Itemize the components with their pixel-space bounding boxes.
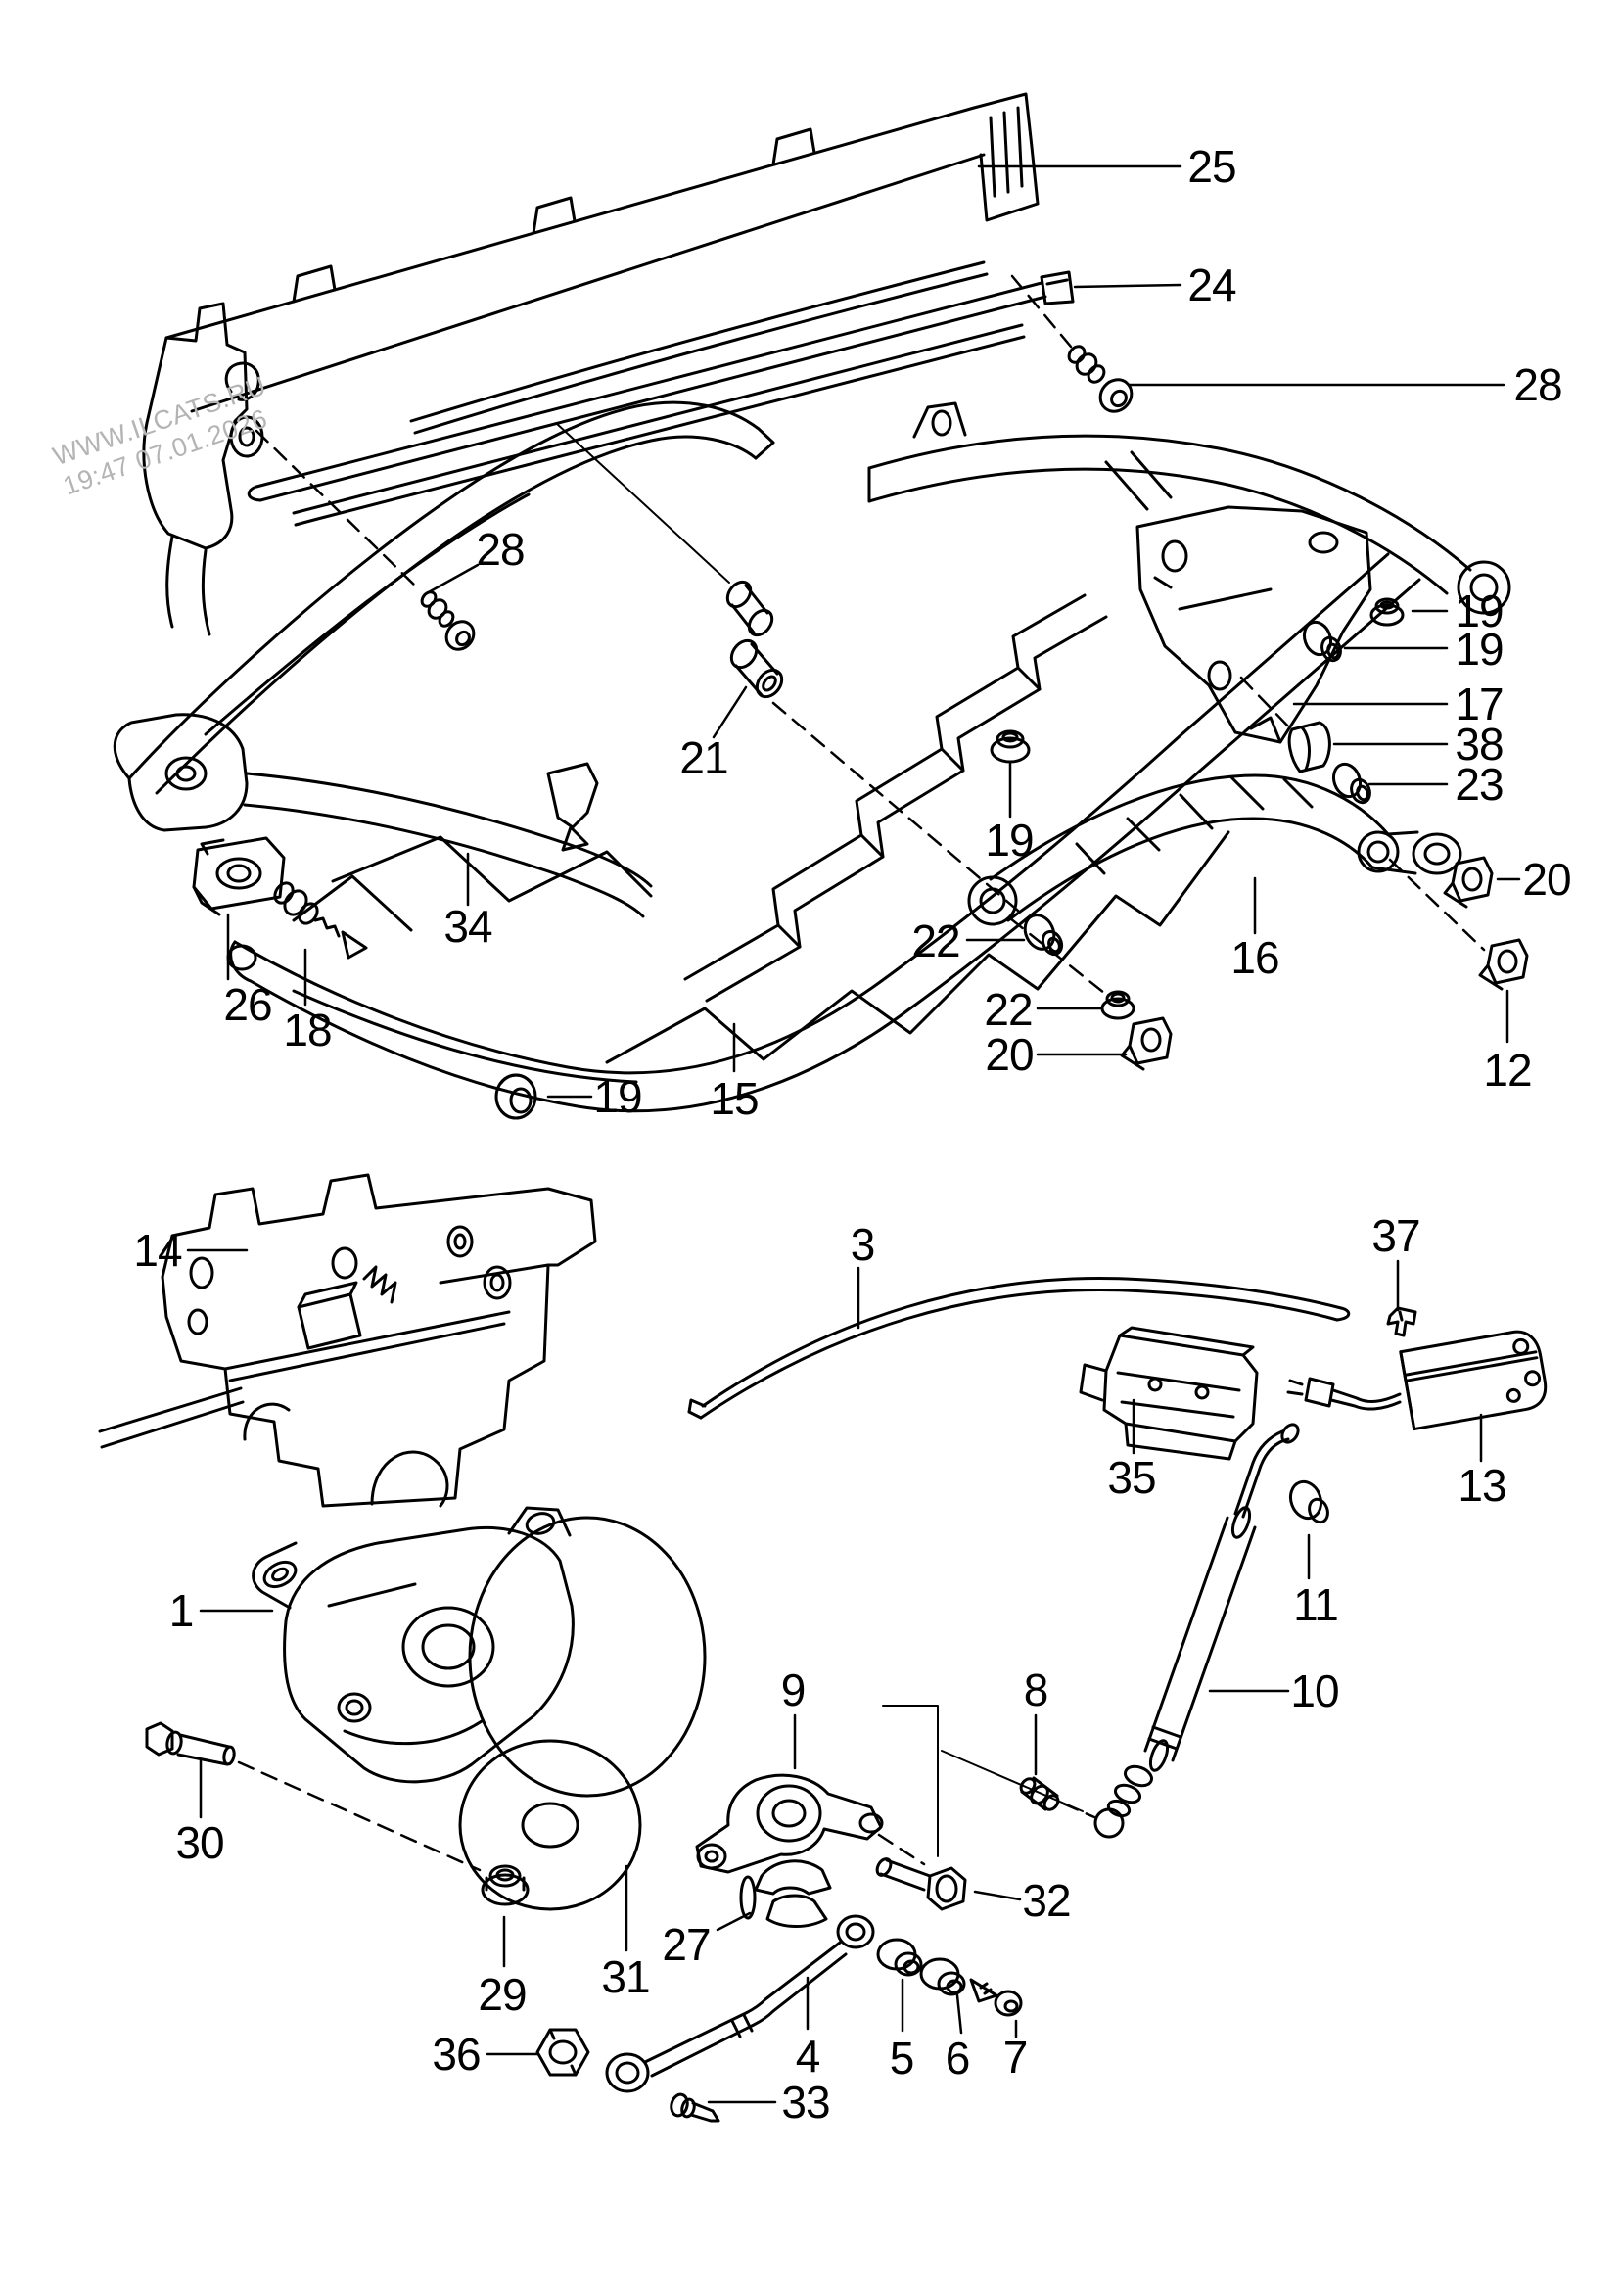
- part-32-bolt: [874, 1856, 965, 1909]
- callout-7: 7: [1002, 2032, 1029, 2083]
- part-31-disc: [460, 1741, 640, 1909]
- part-10-gas-strut: [1095, 1422, 1301, 1837]
- part-26-cage-nut: [194, 838, 284, 914]
- callout-36: 36: [432, 2029, 481, 2080]
- callout-24: 24: [1187, 259, 1236, 310]
- callout-31: 31: [601, 1951, 650, 2002]
- part-19-nut-left: [496, 1075, 535, 1118]
- part-28-screw-left: [419, 589, 479, 655]
- callout-19: 19: [593, 1071, 642, 1122]
- leader-lines: [188, 166, 1519, 2102]
- part-12-clip: [1480, 940, 1527, 989]
- frame-upper-bow: [115, 402, 773, 830]
- part-8-pin: [1018, 1776, 1060, 1812]
- part-36-nut: [537, 2030, 588, 2075]
- callout-30: 30: [175, 1817, 224, 1868]
- part-4-tie-rod: [607, 1916, 873, 2091]
- callout-19: 19: [1455, 624, 1504, 675]
- callout-11: 11: [1293, 1579, 1339, 1630]
- callout-25: 25: [1187, 141, 1236, 192]
- callout-20: 20: [985, 1029, 1034, 1080]
- callout-14: 14: [133, 1225, 182, 1276]
- callout-27: 27: [662, 1919, 711, 1970]
- callout-19: 19: [1455, 586, 1504, 636]
- callout-23: 23: [1455, 759, 1504, 810]
- callout-16: 16: [1230, 932, 1279, 983]
- callout-10: 10: [1290, 1665, 1339, 1716]
- callout-29: 29: [478, 1969, 527, 2020]
- part-5-bushing: [878, 1940, 921, 1975]
- callout-28: 28: [1513, 359, 1562, 410]
- part-34-side-rail: [245, 773, 651, 930]
- callout-13: 13: [1458, 1460, 1506, 1511]
- part-20-clip-center: [1122, 1018, 1171, 1069]
- callout-12: 12: [1483, 1045, 1532, 1096]
- part-18-bolt: [271, 879, 366, 958]
- callout-5: 5: [889, 2033, 915, 2084]
- callout-3: 3: [850, 1219, 876, 1270]
- callout-15: 15: [710, 1073, 759, 1124]
- part-22-nut: [1102, 992, 1134, 1018]
- callout-4: 4: [795, 2031, 821, 2082]
- part-11-grommet: [1285, 1477, 1330, 1524]
- callout-18: 18: [283, 1005, 332, 1055]
- part-23-grommet: [1329, 761, 1373, 806]
- part-21-pin: [548, 423, 787, 850]
- part-3-cable: [689, 1278, 1349, 1418]
- callout-33: 33: [781, 2077, 830, 2128]
- part-29-nut: [483, 1866, 528, 1904]
- callout-17: 17: [1455, 679, 1504, 729]
- part-7-screw: [971, 1980, 1021, 2015]
- part-35-latch: [1081, 1328, 1257, 1459]
- callout-22: 22: [984, 984, 1033, 1035]
- right-main-arm: [869, 403, 1509, 613]
- assembly-axes: [239, 276, 1484, 1870]
- part-22-grommet: [1020, 911, 1066, 958]
- motor-wire: [1288, 1379, 1400, 1409]
- part-25-top-rail: [144, 94, 1038, 634]
- callout-26: 26: [223, 979, 272, 1030]
- part-28-screw-top: [1066, 344, 1138, 418]
- part-38-cap: [1289, 723, 1329, 772]
- part-19-nut-center: [992, 731, 1029, 762]
- part-24-seal-rail: [249, 272, 1073, 525]
- part-16-support-arm: [969, 775, 1460, 924]
- part-27-bushing: [741, 1861, 830, 1927]
- callout-6: 6: [945, 2033, 971, 2084]
- part-14-mounting-bracket: [100, 1175, 595, 1506]
- part-30-bolt: [147, 1723, 235, 1765]
- part-37-clip: [1388, 1308, 1415, 1335]
- callout-34: 34: [443, 901, 492, 952]
- callout-35: 35: [1107, 1452, 1156, 1503]
- callout-1: 1: [168, 1585, 195, 1636]
- part-6-bushing: [921, 1959, 964, 1994]
- callout-8: 8: [1023, 1664, 1049, 1715]
- part-20-clip-right: [1445, 858, 1492, 907]
- part-33-bolt: [669, 2092, 718, 2121]
- callout-20: 20: [1522, 854, 1571, 905]
- callout-19: 19: [985, 815, 1034, 866]
- callout-37: 37: [1371, 1210, 1420, 1261]
- callout-9: 9: [780, 1664, 807, 1715]
- callout-21: 21: [679, 732, 728, 783]
- part-17-bracket: [1137, 507, 1370, 742]
- part-9-lever: [697, 1706, 1083, 1872]
- callout-38: 38: [1455, 719, 1504, 770]
- folding-linkage: [685, 595, 1106, 1001]
- part-13-motor: [1401, 1328, 1550, 1429]
- callout-32: 32: [1022, 1875, 1071, 1926]
- part-19-grommet-right: [1300, 619, 1344, 664]
- callout-28: 28: [476, 524, 525, 575]
- part-19-nut-right: [1371, 599, 1403, 625]
- callout-22: 22: [911, 915, 960, 966]
- part-1-drive-bracket: [254, 1508, 705, 1796]
